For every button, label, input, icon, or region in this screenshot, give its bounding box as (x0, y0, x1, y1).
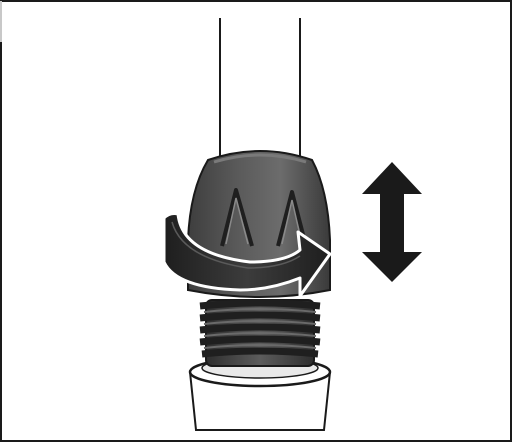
lower-tube (188, 356, 332, 431)
up-down-arrow-icon (362, 162, 422, 282)
upper-tube (219, 18, 301, 158)
threaded-section (199, 299, 321, 367)
curved-arrow-icon (162, 212, 332, 298)
